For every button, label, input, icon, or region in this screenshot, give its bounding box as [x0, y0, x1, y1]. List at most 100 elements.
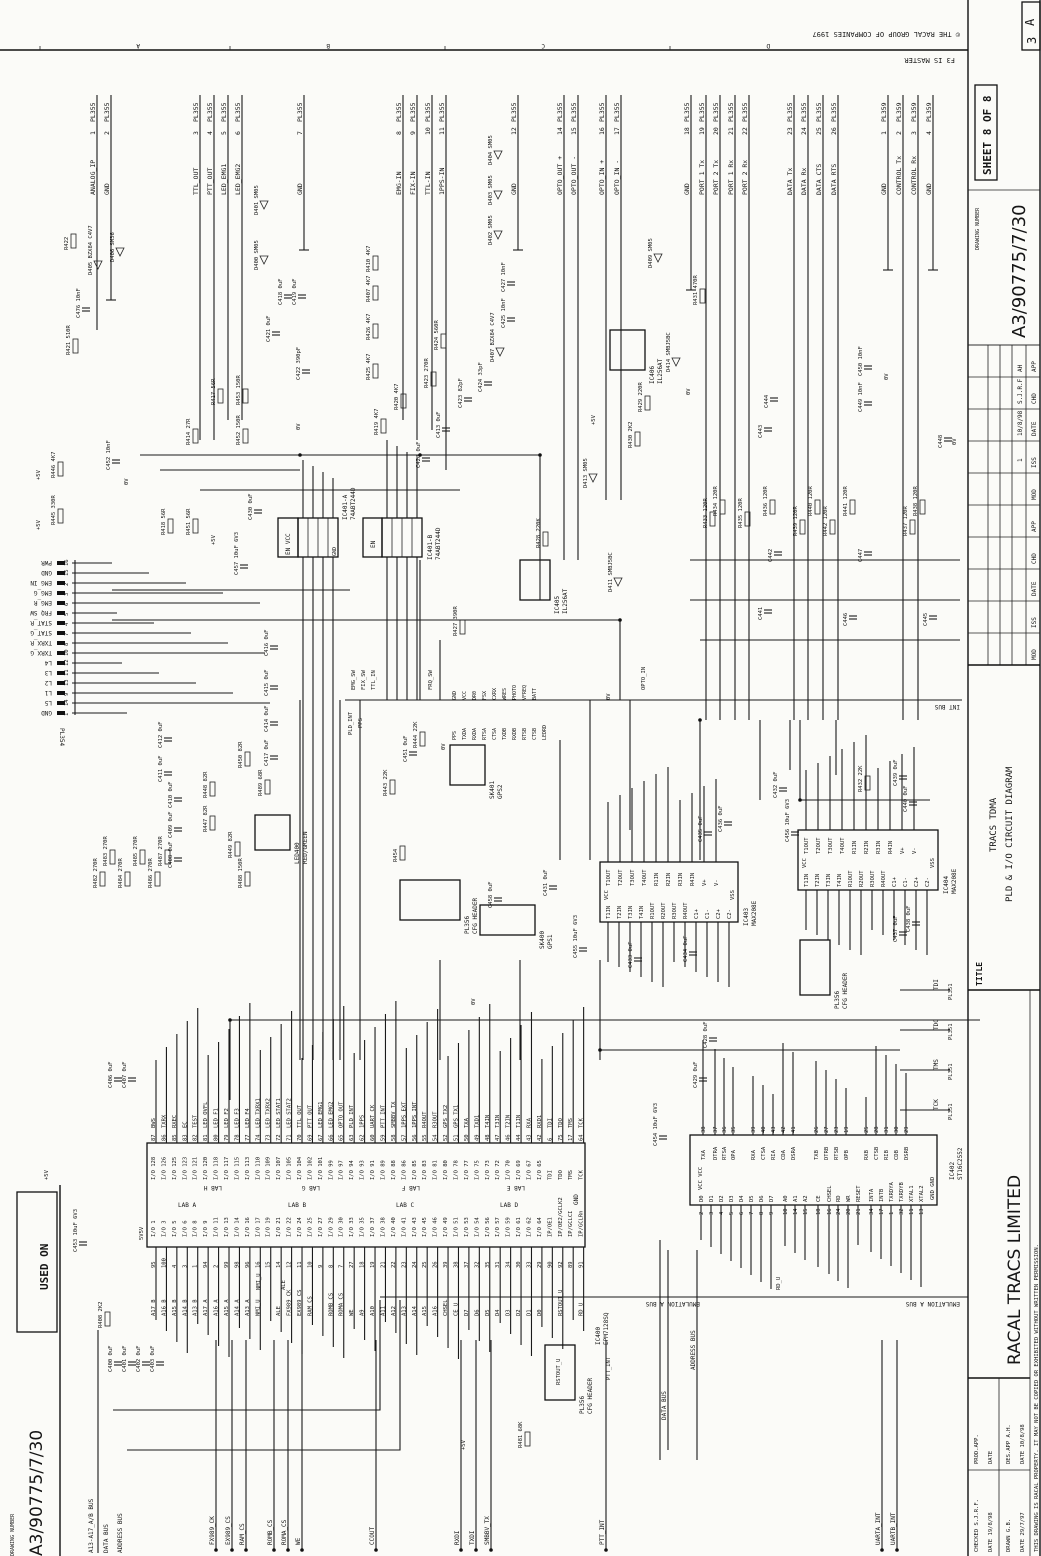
pld-bottom-signal: A13	[401, 1306, 407, 1316]
resistor-symbol	[57, 508, 64, 524]
bottom-signal-label: FX989_CK	[209, 1516, 216, 1545]
sheet-size: 3	[1025, 37, 1039, 44]
connector-signal-label: GND	[296, 183, 304, 195]
pld-bottom-signal: A14_A	[234, 1299, 240, 1316]
ic401b-part: 74ABT244D	[435, 527, 442, 560]
pld-pin-number: 37	[464, 1261, 470, 1268]
pld-top-signal: 1PPS_EXT	[401, 1101, 407, 1128]
driver-pin-label: R1IN	[654, 873, 660, 886]
pld-bottom-signal: NMI_U	[255, 1299, 261, 1316]
gps-pin-label: CTSB	[532, 728, 538, 740]
resistor-symbol	[400, 393, 407, 409]
connector-pin-number: 18	[683, 127, 691, 135]
bus-label: DATA BUS	[103, 1524, 110, 1553]
jtag-ref: PL351	[948, 1063, 954, 1080]
connector-pin-number: 3	[192, 131, 200, 135]
driver-pin-label: R3IN	[678, 873, 684, 886]
component-label: R487 270R	[158, 836, 164, 866]
approval-field: CHECKED S.J.R.F.	[974, 1499, 980, 1552]
resistor-symbol	[380, 418, 387, 434]
ic400-ref: IC400	[595, 1327, 602, 1345]
component-label: C456 10uF 6V3	[785, 799, 791, 842]
pld-pin-number: 74	[255, 1134, 261, 1141]
component-label: C445	[923, 613, 929, 626]
pl354-signal-label: EMG_R	[34, 599, 52, 606]
component-part: IL256AT	[657, 358, 664, 384]
pld-io-label: I/O 77	[464, 1160, 470, 1180]
component-ref: LED400	[294, 842, 301, 864]
uart-pin-label: D5	[749, 1195, 755, 1202]
pld-pin-number: 16	[255, 1261, 261, 1268]
gps-pin-label: TXDA	[462, 728, 468, 740]
component-label: D400 SM05	[254, 240, 260, 270]
connector-ref: PL355	[103, 102, 111, 122]
component-label: R440 120R	[808, 486, 814, 516]
component-label: C451 0uF	[403, 736, 409, 763]
resistor-symbol	[242, 388, 249, 404]
pld-io-label: I/O 41	[401, 1217, 407, 1237]
driver-pin-label: R2IN	[666, 873, 672, 886]
connector-ref: PL355	[741, 102, 749, 122]
pld-io-label: I/O 121	[193, 1157, 199, 1180]
component-label: C419 0uF	[292, 279, 298, 306]
diode-symbol	[588, 473, 598, 483]
component-label: R439 120R	[793, 506, 799, 536]
connector-pin-number: 10	[424, 127, 432, 135]
uart-pin-number: 11	[909, 1208, 915, 1215]
sheet-size-cell	[1021, 1, 1041, 51]
pl354-pin-number: 9	[64, 693, 70, 696]
connector-ref: PL355	[683, 102, 691, 122]
ic400-body	[146, 1142, 586, 1248]
pld-bottom-signal: D2	[516, 1309, 522, 1316]
pld-io-label: I/O 35	[360, 1217, 366, 1237]
resistor-symbol	[389, 779, 396, 795]
component-label: C427 10nF	[501, 262, 507, 292]
pld-pin-number: 11	[297, 1261, 303, 1268]
pld-top-signal: RXEC	[172, 1115, 178, 1128]
component-label: R486 270R	[148, 858, 154, 888]
junction-dot	[895, 1548, 899, 1552]
gps-pin-label: RXDA	[472, 728, 478, 740]
uart-pin-label: TXRDYB	[899, 1181, 905, 1202]
pld-io-label: I/O 73	[485, 1160, 491, 1180]
uart-pin-number: 32	[899, 1208, 905, 1215]
uart-pin-label: TXRDYA	[889, 1181, 895, 1202]
pld-pin-number: 86	[161, 1134, 167, 1141]
component-part: GPS2	[497, 784, 504, 799]
component-label: C446	[843, 613, 849, 626]
component-label: R444 22K	[413, 721, 419, 748]
pld-bottom-signal: D4	[495, 1309, 501, 1316]
jtag-signal-label: TDO	[933, 1019, 940, 1030]
bottom-signal-label: ROMB_CS	[267, 1519, 274, 1545]
connector-pin-number: 4	[206, 131, 214, 135]
used-on-box	[16, 1191, 58, 1333]
pld-io-label: I/O 64	[537, 1216, 543, 1237]
component-label: C428 0uF	[703, 1022, 709, 1049]
component-label: R421 510R	[66, 325, 72, 355]
pld-pin-number: 9	[318, 1265, 324, 1268]
component-label: C438 0uF	[906, 906, 912, 933]
component-part: CFG HEADER	[587, 1377, 594, 1414]
pld-bottom-signal: RSTOUT_U	[558, 1290, 564, 1317]
pld-io-label: I/O 83	[422, 1160, 428, 1180]
uart-pin-number: 1	[889, 1212, 895, 1215]
bottom-signal-label: CCOUT	[369, 1527, 376, 1545]
uart-pin-number: 36	[722, 1126, 728, 1133]
connector-pin	[57, 701, 65, 705]
pld-bottom-signal: D5	[485, 1309, 491, 1316]
approval-field: DATE 10/8/98	[1020, 1424, 1026, 1464]
pld-pin-number: 81	[203, 1134, 209, 1141]
pld-pin-number: 92	[558, 1261, 564, 1268]
resistor-symbol	[164, 849, 171, 865]
net-label: RD_U	[776, 1277, 782, 1290]
pld-io-label: I/O 53	[464, 1217, 470, 1237]
ic404-body	[797, 829, 939, 891]
driver-pin-label: C2-	[925, 877, 931, 887]
pld-top-signal: TXRX	[161, 1114, 167, 1128]
net-label: 0V	[952, 438, 958, 445]
pld-io-label: I/O 61	[516, 1217, 522, 1237]
pld-io-label: I/O 9	[203, 1220, 209, 1237]
pld-io-label: I/O 57	[495, 1217, 501, 1237]
pl354-pin-number: 3	[64, 593, 70, 596]
approval-field: DATE 19/8/98	[988, 1512, 994, 1552]
